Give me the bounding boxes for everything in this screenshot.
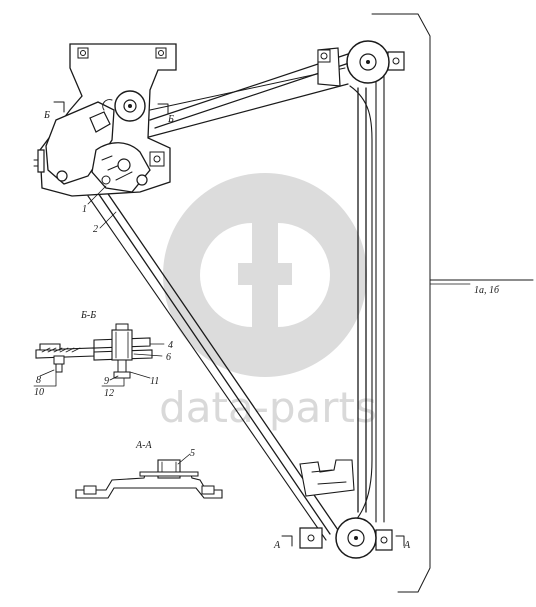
- section-aa-mark-right: А: [403, 540, 411, 551]
- section-mark-bb: Б Б: [43, 101, 174, 125]
- cable-rails: [87, 53, 385, 541]
- part-8-label: 8: [36, 375, 41, 386]
- section-aa-title: А-А: [135, 440, 152, 451]
- part-6-label: 6: [166, 352, 171, 363]
- watermark: data-parts: [159, 173, 377, 432]
- drive-mechanism: [33, 43, 177, 197]
- section-bb-title: Б-Б: [80, 310, 96, 321]
- section-bb-mark-left: Б: [43, 110, 50, 121]
- section-bb-mark-right: Б: [167, 114, 174, 125]
- door-outline-upper: [371, 13, 534, 281]
- part-4-label: 4: [168, 340, 173, 351]
- main-view-callouts: 1 2 1а, 1б: [82, 185, 500, 296]
- watermark-logo: [163, 173, 367, 377]
- door-outline-lower: [397, 287, 431, 593]
- part-2-label: 2: [93, 224, 98, 235]
- part-10-label: 10: [34, 387, 44, 398]
- section-aa-mark-left: А: [273, 540, 281, 551]
- part-5-label: 5: [190, 448, 195, 459]
- section-aa-detail: А-А 5: [75, 440, 223, 499]
- watermark-text: data-parts: [159, 383, 377, 432]
- section-bb-detail: Б-Б 4 6 11 9 12 8 10: [33, 310, 173, 399]
- part-9-label: 9: [104, 376, 109, 387]
- part-12-label: 12: [104, 388, 114, 399]
- assembly-ref-label: 1а, 1б: [474, 285, 500, 296]
- part-11-label: 11: [150, 376, 159, 387]
- upper-pulley: [317, 40, 405, 87]
- section-mark-aa: А А: [273, 535, 411, 551]
- lower-pulley: [299, 459, 393, 559]
- part-1-label: 1: [82, 204, 87, 215]
